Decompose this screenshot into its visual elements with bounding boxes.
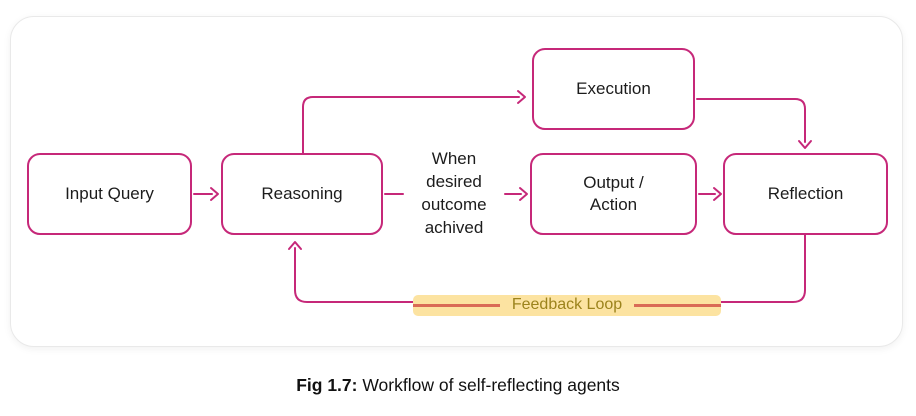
- figure-caption-text: Workflow of self-reflecting agents: [357, 375, 620, 395]
- node-output-action-label: Output / Action: [583, 173, 644, 214]
- figure-caption: Fig 1.7: Workflow of self-reflecting age…: [0, 375, 916, 396]
- node-reflection: Reflection: [723, 153, 888, 235]
- node-output-action: Output / Action: [530, 153, 697, 235]
- edge-condition-text: When desired outcome achived: [421, 149, 487, 237]
- node-input-query-label: Input Query: [65, 184, 154, 203]
- feedback-dash-right: [634, 304, 721, 307]
- node-reasoning-label: Reasoning: [261, 184, 343, 203]
- feedback-dash-left: [413, 304, 500, 307]
- node-reasoning: Reasoning: [221, 153, 383, 235]
- feedback-loop-label: Feedback Loop: [511, 295, 623, 313]
- node-reflection-label: Reflection: [767, 184, 844, 203]
- node-execution-label: Execution: [576, 79, 651, 98]
- feedback-loop-highlight: Feedback Loop: [413, 295, 721, 316]
- figure-caption-prefix: Fig 1.7:: [296, 375, 358, 395]
- node-execution: Execution: [532, 48, 695, 130]
- node-input-query: Input Query: [27, 153, 192, 235]
